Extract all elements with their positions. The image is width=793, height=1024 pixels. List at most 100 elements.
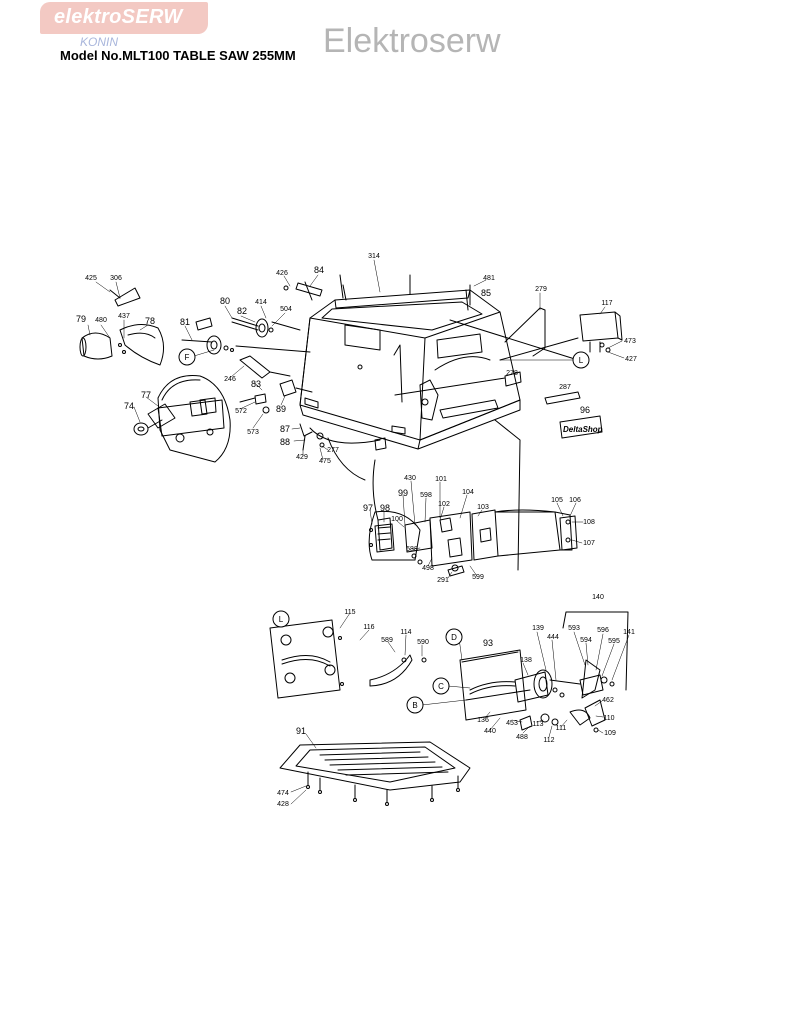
bottom-plate-91 [279, 741, 471, 806]
part-label-306: 306 [110, 275, 122, 282]
part-label-291: 291 [437, 577, 449, 584]
callout-b: B [412, 701, 417, 710]
arbor-shaft [181, 317, 311, 355]
part-label-93: 93 [483, 638, 493, 648]
part-label-444: 444 [547, 634, 559, 641]
part-label-81: 81 [180, 317, 190, 327]
part-label-102: 102 [438, 501, 450, 508]
part-label-116: 116 [363, 624, 374, 631]
blade-guard-77 [147, 374, 231, 463]
callout-l-top: L [579, 356, 584, 365]
part-label-96: 96 [580, 405, 590, 415]
part-label-425: 425 [85, 275, 97, 282]
part-label-573: 573 [247, 429, 259, 436]
part-label-82: 82 [237, 306, 247, 316]
part-label-77: 77 [141, 390, 151, 400]
part-label-105: 105 [551, 497, 563, 504]
part-label-99: 99 [398, 488, 408, 498]
height-crank-assembly [459, 649, 615, 733]
part-label-78: 78 [145, 316, 155, 326]
part-label-111: 111 [556, 725, 567, 732]
part-label-80: 80 [220, 296, 230, 306]
plate-279 [504, 307, 546, 357]
part-label-596: 596 [597, 627, 609, 634]
part-label-430: 430 [404, 475, 416, 482]
switch-plate-98 [374, 523, 395, 553]
switch-box-117 [579, 311, 623, 342]
part-label-475: 475 [319, 458, 331, 465]
part-label-100: 100 [391, 516, 403, 523]
part-label-79: 79 [76, 314, 86, 324]
part-label-138: 138 [520, 657, 532, 664]
part-label-504: 504 [280, 306, 292, 313]
logo-text: elektroSERW [54, 6, 183, 28]
part-label-88: 88 [280, 437, 290, 447]
part-label-107: 107 [583, 540, 595, 547]
brand-watermark: Elektroserw [323, 22, 501, 60]
part-label-427: 427 [625, 356, 637, 363]
part-label-98: 98 [380, 503, 390, 513]
part-label-462: 462 [602, 697, 614, 704]
part-label-279: 279 [535, 286, 547, 293]
logo-subtitle: KONIN [80, 35, 119, 49]
callout-circle-f [178, 348, 196, 366]
part-label-87: 87 [280, 424, 290, 434]
part-label-246: 246 [224, 376, 236, 383]
callout-circle-d [445, 628, 463, 646]
nameplate-text: DeltaShop [563, 425, 603, 434]
label-287 [544, 391, 581, 405]
callout-circle-l-top [572, 351, 590, 369]
part-label-89: 89 [276, 404, 286, 414]
part-label-140: 140 [592, 594, 604, 601]
part-label-440: 440 [484, 728, 496, 735]
part-label-428: 428 [277, 801, 289, 808]
callout-circle-c [432, 677, 450, 695]
part-label-498: 498 [422, 565, 434, 572]
model-title: Model No.MLT100 TABLE SAW 255MM [60, 48, 296, 63]
part-label-588: 588 [406, 546, 418, 553]
part-label-480: 480 [95, 317, 107, 324]
part-label-109: 109 [604, 730, 616, 737]
callout-f: F [185, 353, 190, 362]
rack-114 [369, 654, 413, 687]
part-label-429: 429 [296, 454, 308, 461]
part-246 [239, 355, 271, 379]
part-label-426: 426 [276, 270, 288, 277]
part-label-589: 589 [381, 637, 393, 644]
part-label-598: 598 [420, 492, 432, 499]
part-label-481: 481 [483, 275, 495, 282]
part-label-572: 572 [235, 408, 247, 415]
part-277 [374, 437, 387, 451]
part-label-106: 106 [569, 497, 581, 504]
part-label-136: 136 [477, 717, 489, 724]
motor-assembly [368, 509, 578, 577]
part-label-97: 97 [363, 503, 373, 513]
part-label-474: 474 [277, 790, 289, 797]
part-label-599: 599 [472, 574, 484, 581]
part-label-85: 85 [481, 288, 491, 298]
screw-572 [254, 393, 267, 405]
part-label-139: 139 [532, 625, 544, 632]
label-278 [504, 371, 522, 387]
part-label-287: 287 [559, 384, 571, 391]
part-label-115: 115 [344, 609, 355, 616]
part-label-277: 277 [327, 447, 339, 454]
part-label-103: 103 [477, 504, 489, 511]
callout-c: C [438, 682, 444, 691]
part-label-83: 83 [251, 379, 261, 389]
callout-l-bottom: L [279, 615, 284, 624]
part-label-74: 74 [124, 401, 134, 411]
part-label-117: 117 [601, 300, 612, 307]
base-cabinet [299, 289, 521, 450]
part-label-84: 84 [314, 265, 324, 275]
part-label-595: 595 [608, 638, 620, 645]
nameplate-96 [559, 415, 603, 439]
part-label-594: 594 [580, 637, 592, 644]
part-label-593: 593 [568, 625, 580, 632]
part-label-110: 110 [603, 715, 614, 722]
part-label-414: 414 [255, 299, 267, 306]
part-label-113: 113 [532, 721, 543, 728]
part-label-101: 101 [435, 476, 447, 483]
part-label-473: 473 [624, 338, 636, 345]
bracket-plate-115 [269, 619, 344, 699]
